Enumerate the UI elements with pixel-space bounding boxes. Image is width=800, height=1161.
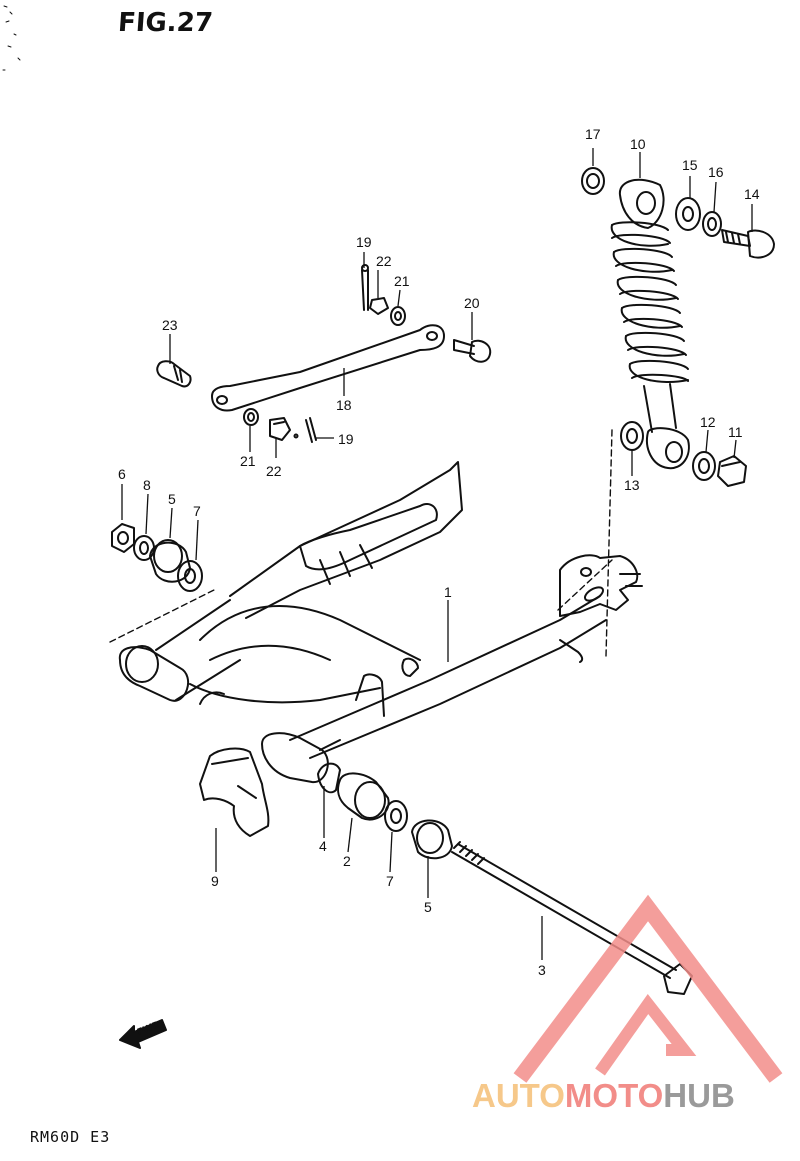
callout-1: 1 (444, 584, 452, 600)
nut-6 (111, 523, 135, 553)
callout-8: 8 (143, 477, 151, 493)
model-code: RM60D E3 (30, 1128, 111, 1146)
callout-21-bottom: 21 (240, 453, 256, 469)
nut-11 (717, 455, 747, 487)
callout-18: 18 (336, 397, 352, 413)
callout-22-bottom: 22 (266, 463, 282, 479)
dashed-guide-right (557, 429, 613, 657)
bearing-4 (317, 762, 341, 794)
callout-13: 13 (624, 477, 640, 493)
dashed-guide-left (109, 589, 215, 643)
callout-21-top: 21 (394, 273, 410, 289)
leader-lines (121, 148, 753, 960)
washer-13 (620, 421, 644, 451)
callout-19-top: 19 (356, 234, 372, 250)
callout-20: 20 (464, 295, 480, 311)
bushing-5-bottom (411, 819, 453, 860)
callout-6: 6 (118, 466, 126, 482)
washer-17 (581, 167, 605, 195)
bolt-23 (156, 360, 192, 388)
callout-5-bottom: 5 (424, 899, 432, 915)
callout-22-top: 22 (376, 253, 392, 269)
pivot-shaft-3 (451, 841, 693, 995)
bolt-14 (721, 229, 775, 259)
watermark-moto: MOTO (564, 1077, 664, 1114)
shock-absorber (610, 178, 690, 470)
chain-buffer-9 (199, 747, 270, 837)
washer-7-top (177, 560, 203, 592)
watermark-hub: HUB (663, 1077, 735, 1114)
callout-12: 12 (700, 414, 716, 430)
bushing-2 (337, 772, 390, 821)
cotter-pin-19-bottom (293, 417, 317, 443)
cotter-pin-19-top (361, 264, 369, 311)
callout-14: 14 (744, 186, 760, 202)
callout-11: 11 (728, 424, 743, 440)
watermark-text: AUTOMOTOHUB (472, 1077, 735, 1115)
callout-4: 4 (319, 838, 327, 854)
callout-16: 16 (708, 164, 724, 180)
callout-9: 9 (211, 873, 219, 889)
callout-7-bottom: 7 (386, 873, 394, 889)
callout-labels: 17 10 15 16 14 19 22 21 20 23 18 21 22 1… (118, 126, 760, 978)
castle-nut-22-top (369, 297, 389, 315)
swingarm (118, 461, 643, 784)
callout-10: 10 (630, 136, 646, 152)
torque-rod-18 (211, 324, 445, 412)
watermark-logo (513, 894, 783, 1083)
fwd-arrow-icon (119, 1019, 167, 1049)
watermark-auto: AUTO (472, 1077, 565, 1114)
callout-3: 3 (538, 962, 546, 978)
callout-23: 23 (162, 317, 178, 333)
washer-7-bottom (384, 800, 408, 832)
bolt-20 (453, 339, 492, 363)
print-specks (2, 5, 21, 71)
washer-21-top (390, 306, 406, 326)
callout-5-top: 5 (168, 491, 176, 507)
callout-7-top: 7 (193, 503, 201, 519)
callout-2: 2 (343, 853, 351, 869)
bushing-5-top (149, 539, 191, 583)
callout-17: 17 (585, 126, 601, 142)
castle-nut-22-bottom (269, 417, 291, 441)
callout-19-bottom: 19 (338, 431, 354, 447)
lockwasher-16 (702, 211, 722, 237)
washer-21-bottom (243, 408, 259, 426)
washer-15 (675, 197, 701, 231)
callout-15: 15 (682, 157, 698, 173)
washer-12 (692, 451, 716, 481)
